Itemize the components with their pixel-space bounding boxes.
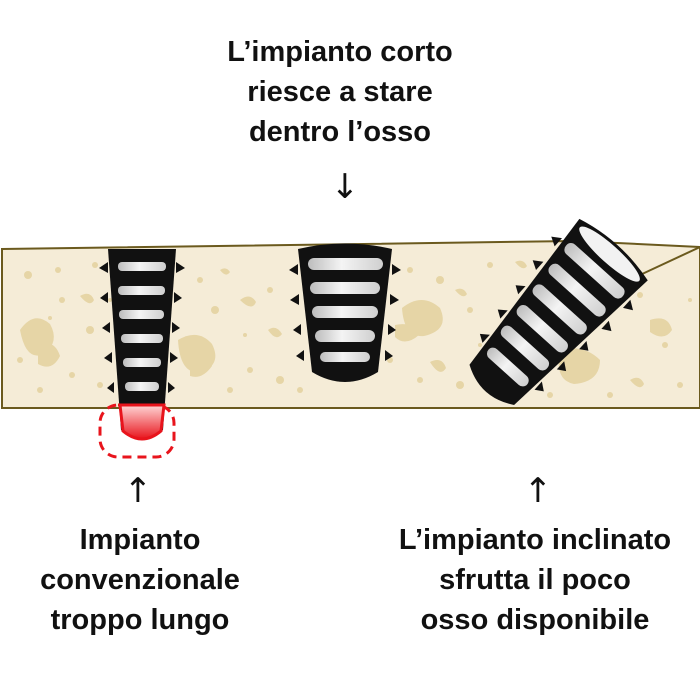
short-implant-caption-line-1: L’impianto corto — [227, 36, 453, 68]
up-arrow-icon-left: ↑ — [123, 471, 153, 511]
short-implant-caption-line-2: riesce a stare — [247, 76, 433, 108]
conventional-implant-caption-line-1: Impianto — [79, 524, 201, 556]
down-arrow-icon: ↓ — [330, 167, 360, 207]
inclined-implant-caption-line-1: L’impianto inclinato — [398, 524, 672, 556]
inclined-implant-caption-line-3: osso disponibile — [420, 604, 650, 636]
short-implant-caption: L’impianto corto riesce a stare dentro l… — [170, 32, 510, 152]
conventional-implant — [98, 249, 185, 459]
inclined-implant-caption-line-2: sfrutta il poco — [439, 564, 631, 596]
short-implant-caption-line-3: dentro l’osso — [248, 116, 432, 148]
short-implant — [289, 243, 401, 382]
conventional-implant-caption: Impianto convenzionale troppo lungo — [10, 520, 270, 640]
inclined-implant — [469, 218, 648, 405]
up-arrow-icon-right: ↑ — [523, 471, 553, 511]
inclined-implant-caption: L’impianto inclinato sfrutta il poco oss… — [375, 520, 695, 640]
conventional-implant-caption-line-2: convenzionale — [40, 564, 240, 596]
overshoot-tip — [118, 403, 166, 441]
conventional-implant-caption-line-3: troppo lungo — [50, 604, 230, 636]
